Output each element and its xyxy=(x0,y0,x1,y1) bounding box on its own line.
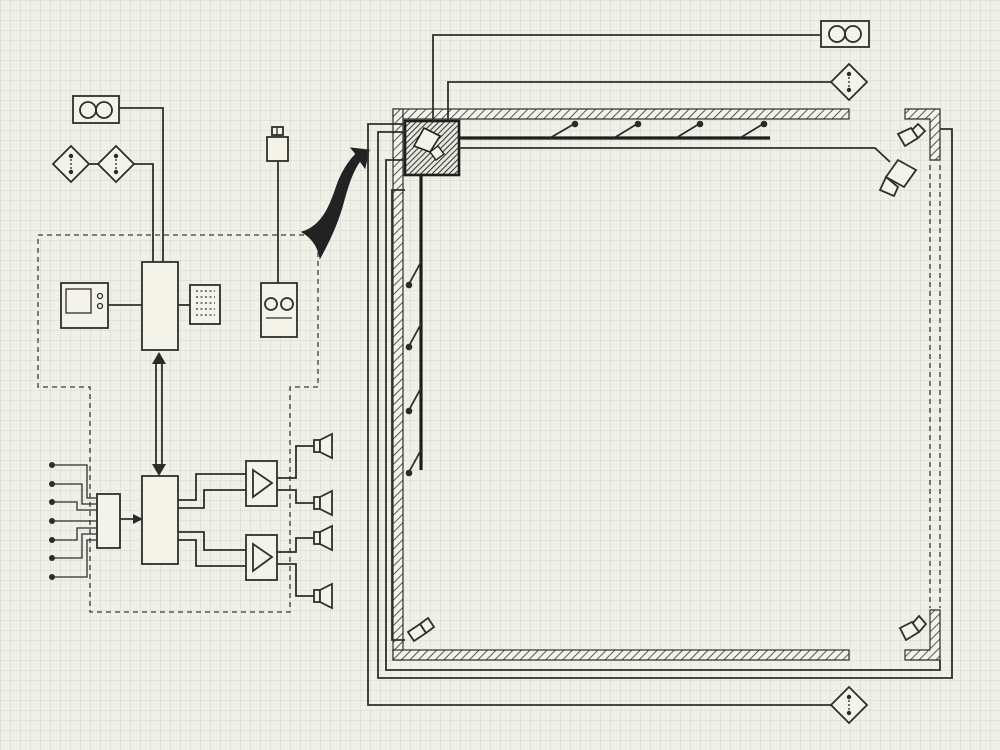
processing-unit xyxy=(141,475,179,565)
amplifier-icon xyxy=(245,534,278,581)
motion-detector-icon xyxy=(96,144,136,184)
dual-sensor-wire xyxy=(119,107,164,262)
left-panel xyxy=(37,95,333,613)
control-box xyxy=(403,119,461,177)
pointer-arrow xyxy=(300,147,370,260)
top-wall xyxy=(392,108,850,120)
speaker-icon xyxy=(896,122,927,148)
left-wall xyxy=(392,108,404,661)
amplifier-icon xyxy=(245,460,278,507)
video-recorder-icon xyxy=(260,282,298,338)
camera-icon xyxy=(412,126,445,161)
outer-loop-1 xyxy=(432,34,821,121)
wall-sensors xyxy=(405,261,422,477)
keypad-icon xyxy=(189,284,221,325)
motion-detector-icon xyxy=(51,144,91,184)
right-wall-bottom xyxy=(904,609,941,661)
camera-icon xyxy=(878,158,918,198)
outer-loop-5 xyxy=(385,159,941,671)
bus-arrow xyxy=(152,352,166,476)
arrow-icon xyxy=(133,514,143,524)
inner-wire xyxy=(391,189,405,641)
speaker-icon xyxy=(313,489,333,517)
speaker-icon xyxy=(898,614,928,642)
outer-loop-3 xyxy=(367,123,831,706)
ceiling-sensors xyxy=(549,120,768,139)
speaker-icon xyxy=(313,432,333,460)
speaker-icon xyxy=(313,524,333,552)
enclosure-outline xyxy=(37,234,319,613)
dual-sensor-icon xyxy=(72,95,120,124)
input-terminals xyxy=(49,462,97,580)
room-plan xyxy=(367,20,953,725)
motion-detector-wire xyxy=(134,163,154,262)
bottom-wall xyxy=(392,649,850,661)
monitor-icon xyxy=(60,282,109,329)
dual-sensor-icon xyxy=(820,20,870,48)
right-wall-top xyxy=(904,108,941,161)
motion-detector-icon xyxy=(829,685,869,725)
outer-loop-4 xyxy=(377,128,953,679)
control-unit xyxy=(141,261,179,351)
speaker-icon xyxy=(313,582,333,610)
camera-wire xyxy=(459,147,891,163)
speaker-icon xyxy=(406,616,436,643)
outer-loop-2 xyxy=(447,81,831,121)
multiplexer xyxy=(96,493,121,549)
motion-detector-icon xyxy=(829,62,869,102)
camera-icon xyxy=(266,126,289,162)
